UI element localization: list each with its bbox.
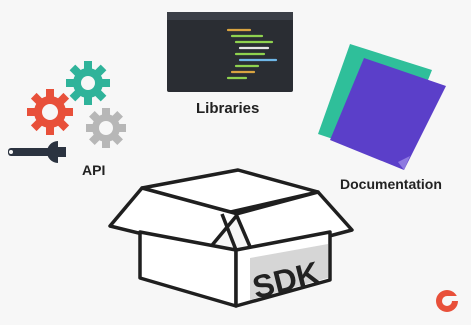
document-icon [318, 44, 446, 170]
box-icon [108, 168, 354, 308]
wrench-icon [8, 141, 66, 163]
libraries-label: Libraries [196, 100, 260, 117]
gear-icon [86, 108, 126, 148]
gear-icon [66, 61, 110, 105]
documentation-label: Documentation [340, 176, 442, 192]
g2-logo-icon [436, 290, 459, 312]
code-terminal-icon [167, 12, 293, 92]
api-label: API [82, 162, 106, 178]
gear-icon [27, 89, 73, 135]
